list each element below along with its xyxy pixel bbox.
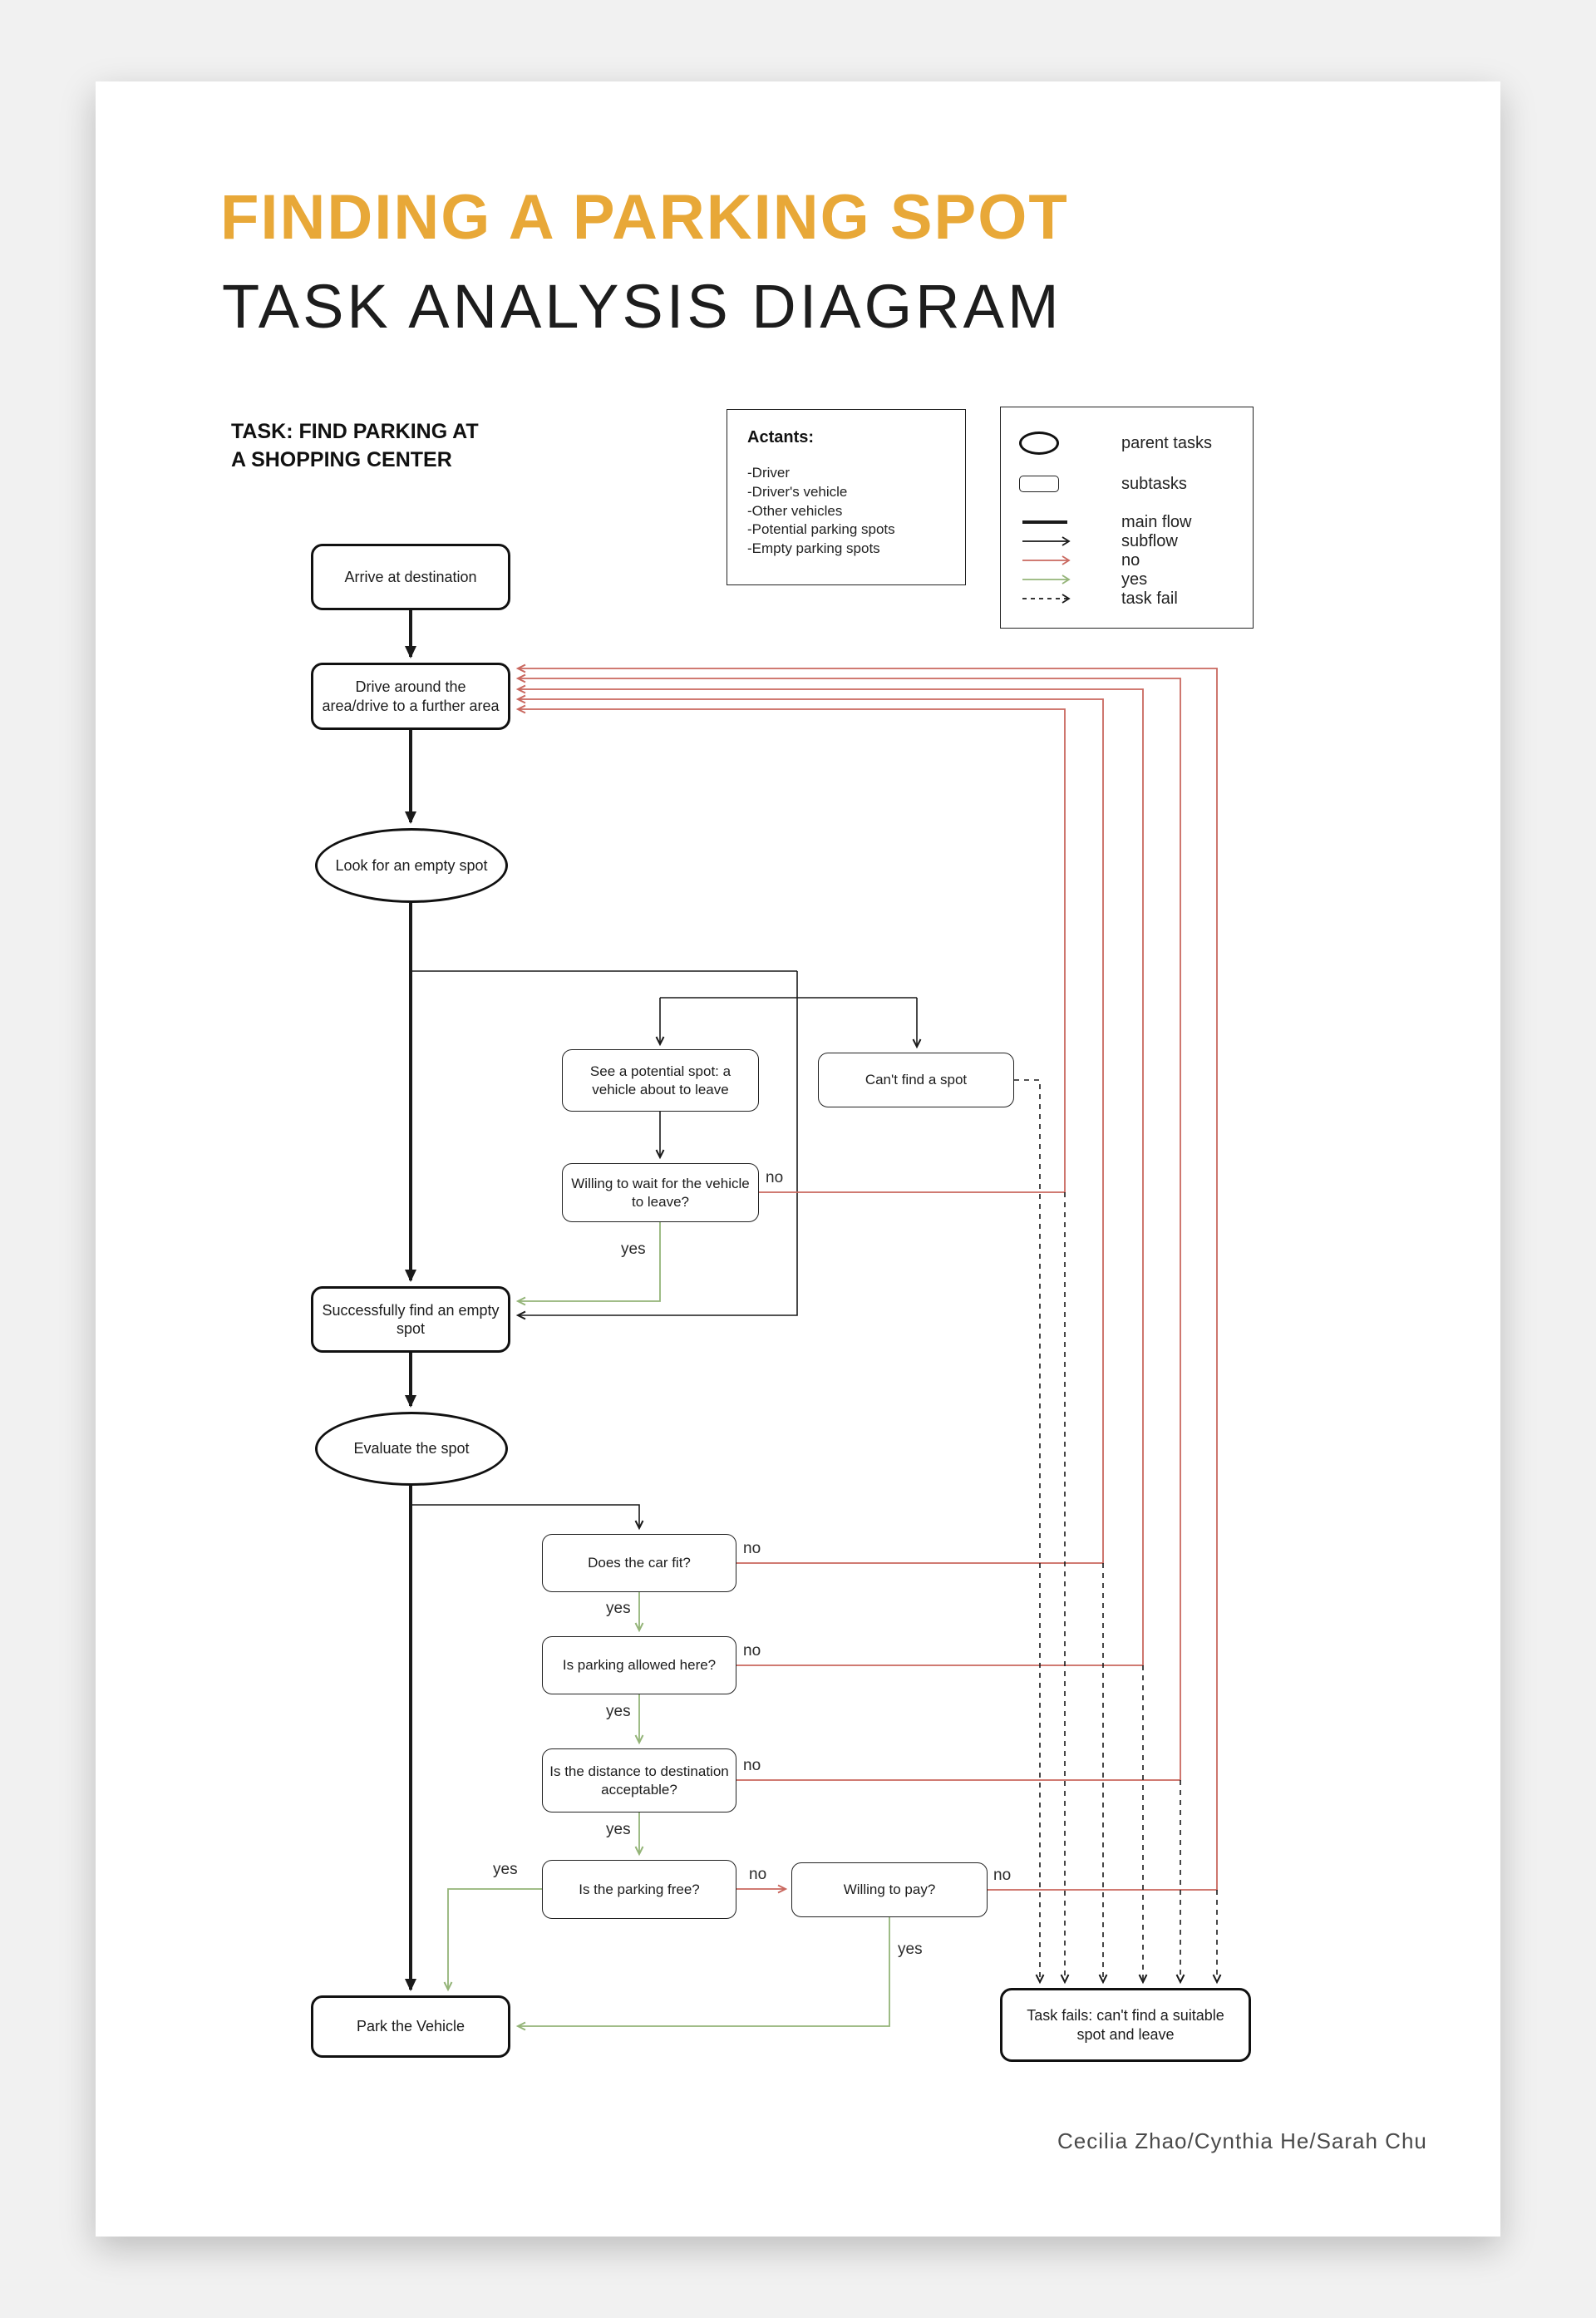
- actant-item: -Other vehicles: [747, 502, 843, 519]
- label-no-distance: no: [743, 1757, 761, 1774]
- node-label: Successfully find an empty spot: [322, 1301, 500, 1338]
- poster-page: FINDING A PARKING SPOT TASK ANALYSIS DIA…: [96, 81, 1500, 2237]
- actant-item: -Potential parking spots: [747, 521, 895, 538]
- no-edges: [515, 663, 1218, 1894]
- legend-label: subflow: [1121, 531, 1178, 550]
- node-label: Drive around the area/drive to a further…: [322, 678, 500, 714]
- label-no-parking-allowed: no: [743, 1642, 761, 1660]
- node-label: Can't find a spot: [864, 1072, 968, 1088]
- yes-edges: [443, 1222, 890, 2031]
- task-fail-arrow-icon: [1022, 594, 1071, 604]
- legend-label: main flow: [1121, 512, 1192, 531]
- task-heading: TASK: FIND PARKING AT A SHOPPING CENTER: [231, 418, 479, 475]
- legend-row-subflow: subflow: [1019, 531, 1178, 551]
- parent-task-shape-icon: [1019, 432, 1059, 455]
- node-label: Park the Vehicle: [356, 2018, 466, 2035]
- node-label: Arrive at destination: [344, 568, 477, 585]
- yes-arrow-icon: [1022, 575, 1071, 584]
- label-no-parking-free: no: [749, 1866, 767, 1883]
- label-yes-parking-free: yes: [493, 1861, 518, 1878]
- legend-row-yes: yes: [1019, 570, 1147, 589]
- node-label: Willing to pay?: [843, 1882, 936, 1898]
- flow-connectors: [405, 610, 1222, 2031]
- node-see-potential-spot: See a potential spot: a vehicle about to…: [562, 1049, 759, 1112]
- node-task-fails: Task fails: can't find a suitable spot a…: [1000, 1988, 1251, 2062]
- label-no-willing-wait: no: [766, 1169, 784, 1186]
- legend-row-no: no: [1019, 550, 1140, 570]
- node-evaluate-the-spot: Evaluate the spot: [315, 1412, 508, 1486]
- node-look-for-empty-spot: Look for an empty spot: [315, 828, 508, 903]
- label-yes-willing-wait: yes: [621, 1240, 646, 1258]
- task-heading-line1: TASK: FIND PARKING AT: [231, 420, 479, 443]
- legend-row-task-fail: task fail: [1019, 589, 1178, 609]
- node-does-car-fit: Does the car fit?: [542, 1534, 736, 1592]
- node-label: Is the parking free?: [579, 1881, 700, 1897]
- poster-subtitle: TASK ANALYSIS DIAGRAM: [222, 272, 1062, 341]
- legend-label: parent tasks: [1121, 433, 1212, 452]
- node-park-the-vehicle: Park the Vehicle: [311, 1995, 510, 2058]
- poster-title: FINDING A PARKING SPOT: [220, 182, 1069, 253]
- legend-row-parent-tasks: parent tasks: [1019, 430, 1212, 456]
- node-arrive-at-destination: Arrive at destination: [311, 544, 510, 610]
- main-flow-line-icon: [1022, 520, 1067, 524]
- legend-panel: parent tasks subtasks main flow subflow: [1000, 407, 1254, 629]
- legend-label: yes: [1121, 570, 1148, 589]
- task-heading-line2: A SHOPPING CENTER: [231, 447, 452, 471]
- legend-label: task fail: [1121, 589, 1178, 608]
- label-no-willing-pay: no: [993, 1867, 1012, 1884]
- legend-row-main-flow: main flow: [1019, 512, 1191, 532]
- credit-text: Cecilia Zhao/Cynthia He/Sarah Chu: [1057, 2128, 1427, 2153]
- node-label: Does the car fit?: [588, 1555, 691, 1571]
- label-no-car-fit: no: [743, 1540, 761, 1557]
- node-label: See a potential spot: a vehicle about to…: [589, 1063, 732, 1097]
- node-is-parking-free: Is the parking free?: [542, 1860, 736, 1919]
- node-label: Is parking allowed here?: [562, 1657, 717, 1674]
- actant-item: -Empty parking spots: [747, 540, 880, 557]
- legend-label: no: [1121, 550, 1140, 570]
- subflow-edges: [411, 970, 922, 1531]
- node-willing-to-pay: Willing to pay?: [791, 1862, 988, 1917]
- node-label: Look for an empty spot: [335, 856, 488, 874]
- node-is-parking-allowed: Is parking allowed here?: [542, 1636, 736, 1694]
- actants-panel: Actants: -Driver -Driver's vehicle -Othe…: [727, 409, 966, 585]
- node-willing-to-wait: Willing to wait for the vehicle to leave…: [562, 1163, 759, 1222]
- node-drive-around: Drive around the area/drive to a further…: [311, 663, 510, 730]
- no-arrow-icon: [1022, 555, 1071, 565]
- node-label: Task fails: can't find a suitable spot a…: [1027, 2007, 1224, 2043]
- actant-item: -Driver: [747, 465, 790, 481]
- task-fail-edges: [1014, 1079, 1222, 1985]
- actants-heading: Actants:: [747, 428, 815, 446]
- legend-row-subtasks: subtasks: [1019, 472, 1187, 496]
- node-label: Evaluate the spot: [353, 1440, 470, 1457]
- node-cant-find-spot: Can't find a spot: [818, 1053, 1014, 1107]
- subflow-arrow-icon: [1022, 536, 1071, 546]
- node-is-distance-acceptable: Is the distance to destination acceptabl…: [542, 1748, 736, 1812]
- node-label: Is the distance to destination acceptabl…: [549, 1763, 729, 1798]
- label-yes-parking-allowed: yes: [606, 1703, 631, 1720]
- actant-item: -Driver's vehicle: [747, 483, 848, 500]
- node-label: Willing to wait for the vehicle to leave…: [571, 1176, 750, 1210]
- node-successfully-find-spot: Successfully find an empty spot: [311, 1286, 510, 1353]
- label-yes-distance: yes: [606, 1821, 631, 1838]
- subtask-shape-icon: [1019, 476, 1059, 492]
- label-yes-willing-pay: yes: [898, 1941, 923, 1958]
- label-yes-car-fit: yes: [606, 1600, 631, 1617]
- legend-label: subtasks: [1121, 474, 1187, 493]
